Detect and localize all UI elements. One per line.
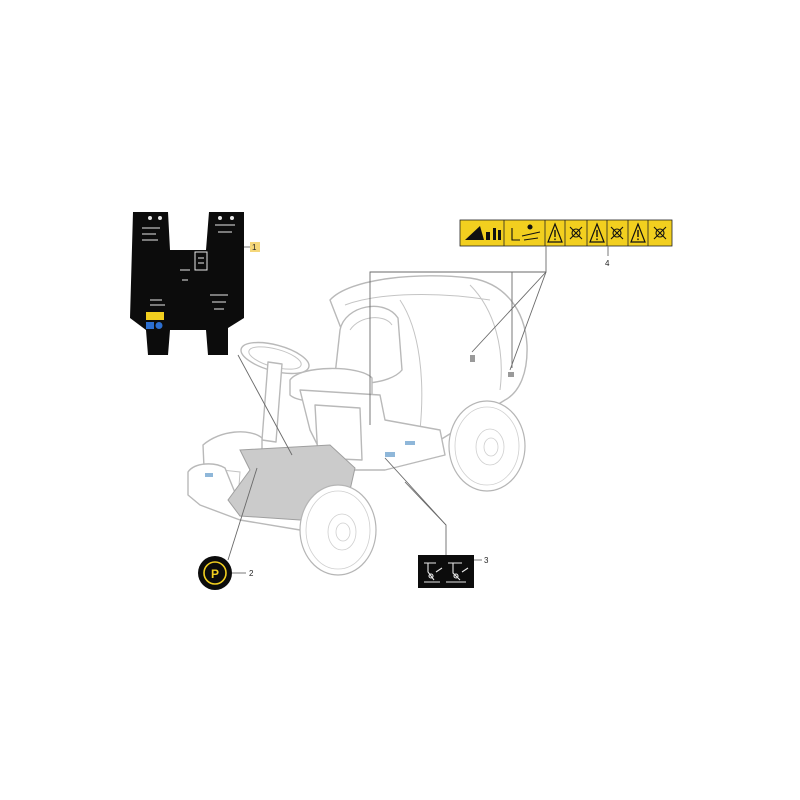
hood-decal-mark bbox=[470, 355, 475, 362]
warning-triangle-icon-3 bbox=[630, 222, 646, 243]
steering-wheel bbox=[240, 341, 310, 443]
rotating-blade-icon-2 bbox=[610, 226, 624, 240]
callout-2-number: 2 bbox=[249, 569, 254, 578]
callout-4-number: 4 bbox=[605, 259, 610, 268]
callout-3: 3 bbox=[474, 556, 489, 565]
footplate-decal-shape bbox=[130, 212, 244, 355]
ride-on-mower bbox=[187, 275, 528, 576]
footplate-warning-label bbox=[146, 312, 164, 320]
front-fender bbox=[187, 463, 311, 531]
rotating-blade-icon bbox=[569, 226, 583, 240]
pedal-decal bbox=[418, 555, 474, 588]
leader-3a bbox=[384, 457, 447, 555]
callout-1-number: 1 bbox=[252, 243, 257, 252]
hood-decal-mark-rear bbox=[508, 372, 514, 377]
footplate-decal bbox=[130, 212, 244, 355]
parking-brake-icon bbox=[203, 561, 227, 585]
rotating-blade-icon-3 bbox=[653, 226, 667, 240]
side-decal-mark-rear bbox=[405, 441, 415, 445]
warning-triangle-icon-2 bbox=[589, 222, 605, 243]
callout-3-number: 3 bbox=[484, 556, 489, 565]
pedal-decal-mark bbox=[385, 452, 395, 457]
callout-4: 4 bbox=[605, 246, 610, 268]
leader-2 bbox=[227, 467, 258, 561]
side-decal-mark bbox=[205, 473, 213, 477]
callout-1: 1 bbox=[244, 242, 260, 252]
warning-triangle-icon bbox=[547, 222, 563, 243]
rear-wheel bbox=[448, 400, 526, 492]
front-wheel bbox=[299, 484, 377, 576]
callout-2: 2 bbox=[232, 569, 254, 578]
seat-operator-icon bbox=[511, 224, 541, 241]
tipping-hazard-icon bbox=[465, 226, 501, 240]
parking-brake-decal: P bbox=[198, 556, 232, 590]
callout-1-highlight bbox=[250, 242, 260, 252]
leader-3b bbox=[404, 481, 447, 526]
parking-symbol: P bbox=[211, 567, 219, 581]
leader-1 bbox=[237, 354, 293, 456]
leader-4c bbox=[509, 271, 547, 371]
leader-4b bbox=[471, 271, 547, 353]
footplate-info-label bbox=[146, 322, 154, 329]
warning-strip-decal bbox=[459, 219, 673, 247]
leader-4a bbox=[369, 246, 547, 425]
